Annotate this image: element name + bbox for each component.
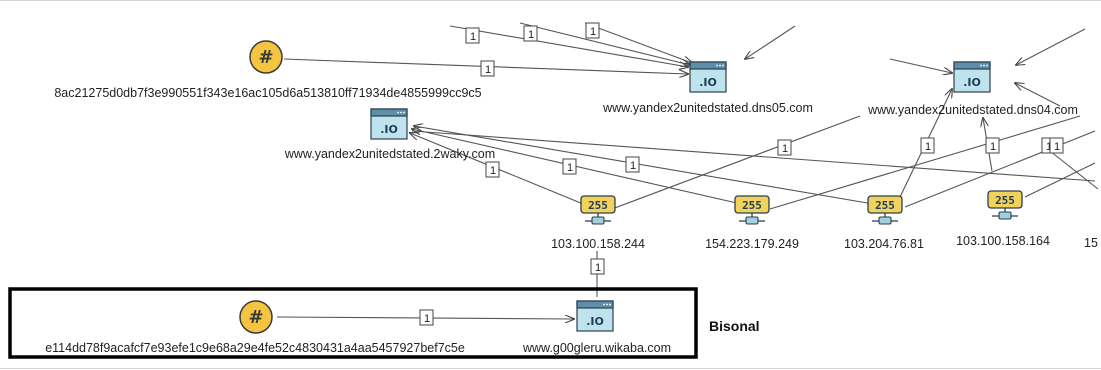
edge-right-down xyxy=(1049,150,1099,190)
svg-text:1: 1 xyxy=(1046,141,1052,153)
svg-text:255: 255 xyxy=(588,199,608,212)
edge-offscreen-dns05-c xyxy=(584,22,692,63)
bisonal-caption: Bisonal xyxy=(709,318,760,334)
edge-count-2: 1 xyxy=(523,25,538,42)
svg-text:1: 1 xyxy=(470,31,476,43)
ip-address-icon: 255 xyxy=(734,195,770,225)
hash-node-1-label: 8ac21275d0db7f3e990551f343e16ac105d6a513… xyxy=(54,86,481,100)
hash-node-2-label: e114dd78f9acafcf7e93efe1c9e68a29e4fe52c4… xyxy=(45,341,465,355)
svg-text:1: 1 xyxy=(925,141,931,153)
domain-node-2waky-label: www.yandex2unitedstated.2waky.com xyxy=(284,147,495,161)
svg-text:.IO: .IO xyxy=(586,315,604,328)
svg-text:255: 255 xyxy=(875,199,895,212)
domain-node-dns04-label: www.yandex2unitedstated.dns04.com xyxy=(867,103,1078,117)
edge-waky-right xyxy=(411,130,1096,182)
svg-text:1: 1 xyxy=(590,26,596,38)
edge-count-labels: 1 1 1 1 1 1 1 1 1 1 1 1 1 1 xyxy=(419,22,1064,326)
svg-text:1: 1 xyxy=(490,165,496,177)
edge-ip4-right xyxy=(1024,162,1096,198)
ip-address-icon: 255 xyxy=(867,195,903,225)
svg-text:1: 1 xyxy=(782,143,788,155)
domain-icon: .IO xyxy=(953,61,991,93)
ip-node-3[interactable]: 255 xyxy=(867,195,903,225)
domain-node-2waky[interactable]: .IO xyxy=(370,108,408,140)
edge-ip3-waky xyxy=(414,126,886,207)
domain-icon: .IO xyxy=(370,108,408,140)
edge-count-5: 1 xyxy=(485,161,500,178)
svg-text:1: 1 xyxy=(567,162,573,174)
hash-icon xyxy=(239,300,273,334)
svg-text:.IO: .IO xyxy=(380,123,398,136)
ip-node-2[interactable]: 255 xyxy=(734,195,770,225)
edge-count-8: 1 xyxy=(777,139,792,156)
bisonal-highlight-box xyxy=(8,287,698,359)
edge-offscreen-dns04 xyxy=(1016,28,1086,65)
hash-icon xyxy=(249,40,283,74)
edge-count-9: 1 xyxy=(920,137,935,154)
ip-node-1[interactable]: 255 xyxy=(580,195,616,225)
domain-node-dns05[interactable]: .IO xyxy=(689,61,727,93)
domain-node-dns04[interactable]: .IO xyxy=(953,61,991,93)
edge-count-10: 1 xyxy=(985,137,1000,154)
edge-offscreen-dns05-a xyxy=(449,25,688,67)
ip-node-2-label: 154.223.179.249 xyxy=(705,237,799,251)
edge-count-1: 1 xyxy=(465,27,480,44)
edge-dns04-in-left xyxy=(889,58,952,73)
edge-ip2-right xyxy=(769,115,1081,210)
svg-text:.IO: .IO xyxy=(699,76,717,89)
edge-ip1-up xyxy=(611,115,861,210)
domain-node-wikaba[interactable]: .IO xyxy=(576,300,614,332)
svg-text:1: 1 xyxy=(424,313,430,325)
edge-count-13: 1 xyxy=(590,258,605,275)
edge-count-14: 1 xyxy=(419,309,434,326)
svg-text:255: 255 xyxy=(742,199,762,212)
domain-node-dns05-label: www.yandex2unitedstated.dns05.com xyxy=(602,101,813,115)
domain-node-wikaba-label: www.g00gleru.wikaba.com xyxy=(522,341,671,355)
svg-text:#: # xyxy=(248,307,263,328)
hash-node-1[interactable]: # xyxy=(249,40,283,74)
edge-offscreen-dns05-d xyxy=(745,25,796,59)
ip-node-4-label: 103.100.158.164 xyxy=(956,234,1050,248)
edge-count-12: 1 xyxy=(1049,137,1064,154)
ip-node-5-label: 15 xyxy=(1084,236,1098,250)
domain-icon: .IO xyxy=(576,300,614,332)
svg-text:255: 255 xyxy=(995,194,1015,207)
edge-count-6: 1 xyxy=(562,158,577,175)
svg-text:1: 1 xyxy=(630,160,636,172)
ip-address-icon: 255 xyxy=(580,195,616,225)
ip-node-4[interactable]: 255 xyxy=(987,190,1023,220)
svg-text:1: 1 xyxy=(990,141,996,153)
edge-offscreen-dns05-b xyxy=(519,22,690,65)
hash-node-2[interactable]: # xyxy=(239,300,273,334)
svg-text:1: 1 xyxy=(595,262,601,274)
edge-count-3: 1 xyxy=(585,22,600,39)
svg-text:.IO: .IO xyxy=(963,76,981,89)
edge-ip2-waky xyxy=(412,129,751,207)
edge-count-7: 1 xyxy=(625,156,640,173)
edge-dns04-in-right xyxy=(1015,83,1061,107)
svg-text:1: 1 xyxy=(485,64,491,76)
ip-node-1-label: 103.100.158.244 xyxy=(551,237,645,251)
domain-icon: .IO xyxy=(689,61,727,93)
edge-count-4: 1 xyxy=(480,60,495,77)
ip-address-icon: 255 xyxy=(987,190,1023,220)
svg-text:1: 1 xyxy=(1054,141,1060,153)
svg-text:#: # xyxy=(258,47,273,68)
ip-node-3-label: 103.204.76.81 xyxy=(844,237,924,251)
svg-text:1: 1 xyxy=(528,29,534,41)
